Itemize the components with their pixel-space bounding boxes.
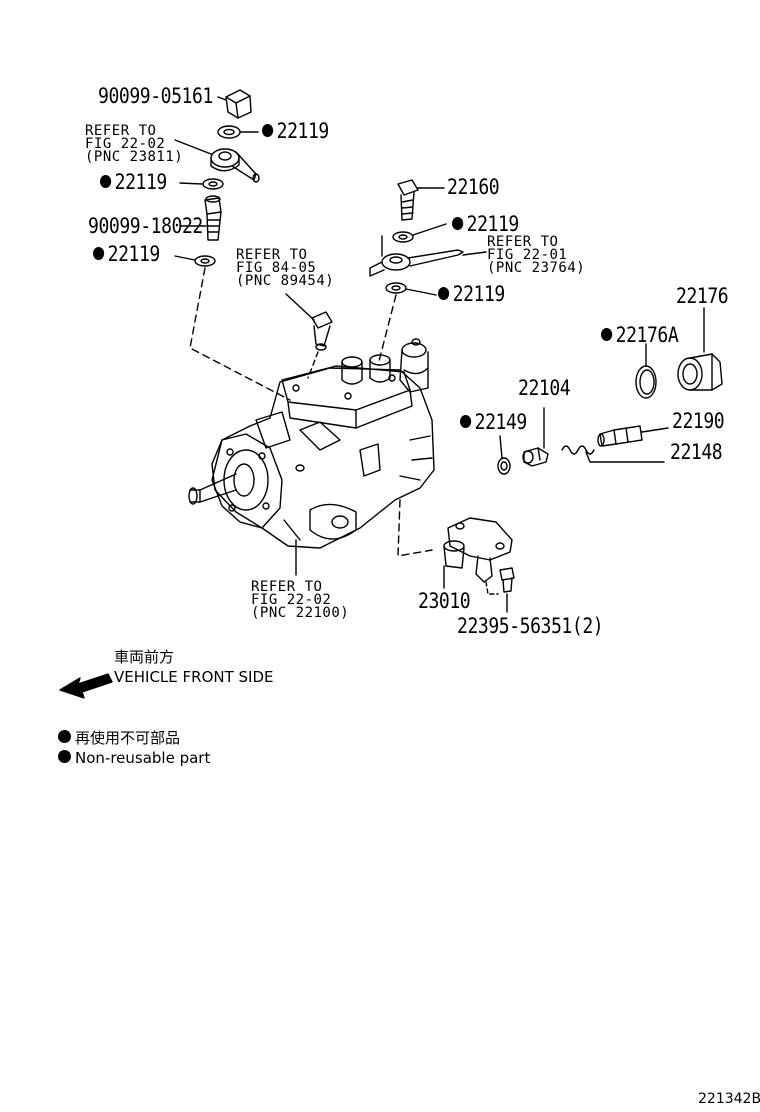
- non-reusable-dot-icon: [262, 123, 274, 137]
- non-reusable-dot-icon: [58, 750, 71, 763]
- leader-ref2: [285, 293, 315, 321]
- leader-22119-c: [174, 255, 196, 261]
- legend-en: Non-reusable part: [58, 750, 210, 766]
- non-reusable-dot-icon: [93, 246, 105, 260]
- legend-jp: 再使用不可部品: [58, 730, 180, 746]
- part-label-22119: 22119: [438, 284, 505, 305]
- part-label-22119: 22119: [93, 244, 160, 265]
- part-label-22395-56351: 22395-56351(2): [457, 614, 604, 638]
- gasket-icon: [385, 282, 407, 294]
- part-label-22119: 22119: [262, 121, 329, 142]
- banjo-fitting-icon: [210, 148, 260, 183]
- part-label-22119: 22119: [100, 172, 167, 193]
- leader-22119-e: [405, 288, 437, 296]
- leader-ref3: [462, 251, 487, 256]
- cap-nut-icon: [225, 89, 252, 119]
- sensor-icon: [311, 311, 333, 351]
- spring-icon: [561, 445, 595, 455]
- non-reusable-dot-icon: [601, 327, 613, 341]
- leader-ref1: [174, 139, 212, 155]
- valve-icon: [597, 425, 643, 447]
- non-reusable-dot-icon: [58, 730, 71, 743]
- front-arrow-icon: [59, 673, 113, 699]
- part-label-22119: 22119: [452, 214, 519, 235]
- dashed-guide: [377, 294, 397, 366]
- leader-22148: [585, 451, 665, 463]
- gasket-icon: [202, 178, 224, 190]
- leader-22149: [499, 435, 503, 459]
- o-ring-icon: [635, 365, 657, 399]
- piston-icon: [522, 447, 549, 467]
- part-label-22160: 22160: [447, 175, 500, 199]
- dashed-guide: [485, 581, 499, 595]
- bolt-icon: [499, 567, 515, 593]
- leader-22119-d: [412, 223, 447, 236]
- dashed-guide: [397, 499, 433, 557]
- part-label-22104: 22104: [518, 376, 571, 400]
- part-label-22190: 22190: [672, 409, 725, 433]
- banjo-pipe-icon: [369, 235, 464, 277]
- part-label-22176: 22176: [676, 284, 729, 308]
- gasket-icon: [392, 231, 414, 243]
- non-reusable-dot-icon: [438, 286, 450, 300]
- seal-icon: [497, 457, 511, 475]
- leader-90099-05161: [217, 96, 227, 101]
- non-reusable-dot-icon: [100, 174, 112, 188]
- vehicle-front-en: VEHICLE FRONT SIDE: [114, 668, 274, 686]
- part-label-23010: 23010: [418, 589, 471, 613]
- gasket-icon: [217, 125, 241, 139]
- vehicle-front-jp: 車両前方: [114, 648, 175, 666]
- injection-pump-icon: [188, 338, 435, 549]
- leader-22190: [641, 427, 669, 433]
- hollow-bolt-icon: [397, 179, 419, 221]
- leader-22119-b: [179, 182, 203, 185]
- non-reusable-dot-icon: [452, 216, 464, 230]
- dashed-guide: [189, 267, 291, 401]
- actuator-icon: [443, 517, 513, 583]
- part-label-90099-18022: 90099-18022: [88, 214, 203, 238]
- banjo-bolt-icon: [204, 195, 222, 241]
- gasket-icon: [194, 255, 216, 267]
- part-label-22176A: 22176A: [601, 325, 679, 346]
- diagram-id: 221342B: [698, 1091, 760, 1107]
- plug-nut-icon: [677, 353, 723, 391]
- part-label-22148: 22148: [670, 440, 723, 464]
- non-reusable-dot-icon: [460, 414, 472, 428]
- part-label-22149: 22149: [460, 412, 527, 433]
- part-label-90099-05161: 90099-05161: [98, 84, 213, 108]
